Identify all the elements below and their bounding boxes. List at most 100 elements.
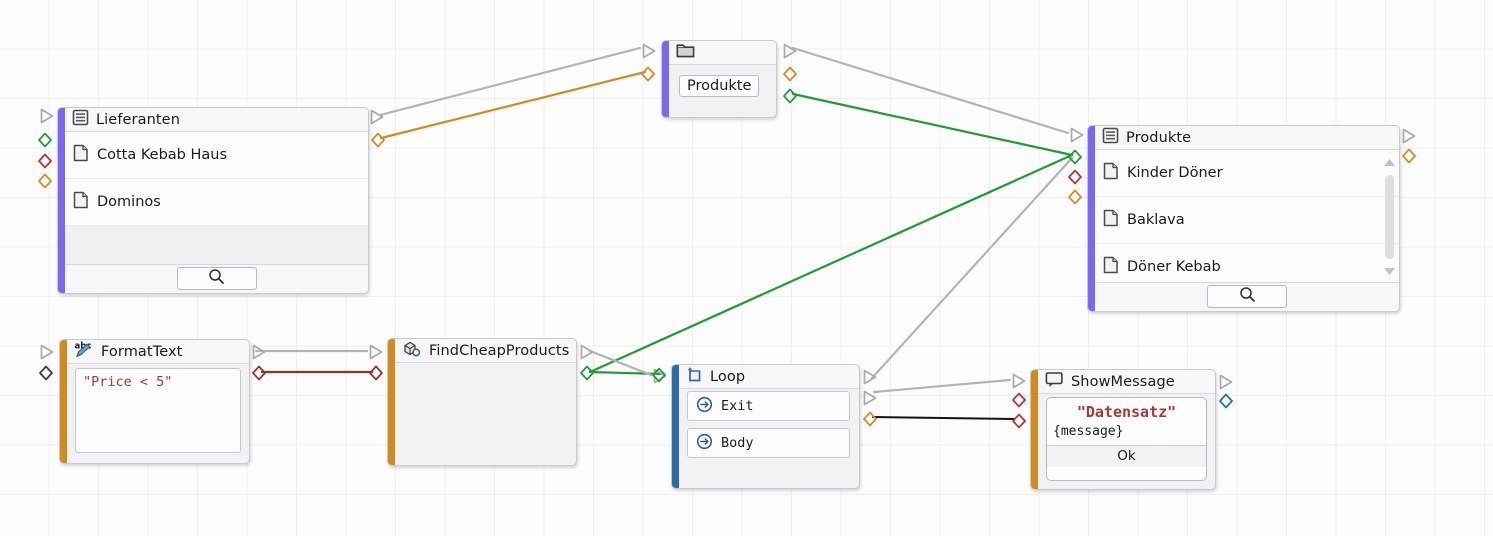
list-item-label: Baklava xyxy=(1127,212,1185,228)
port-out-triangle-find_cheap_products-0[interactable] xyxy=(578,343,596,361)
port-in-triangle-produkte_list-0[interactable] xyxy=(1068,126,1086,144)
scrollbar-thumb[interactable] xyxy=(1385,175,1394,259)
list-footer xyxy=(1095,281,1399,311)
list-icon xyxy=(72,109,89,130)
port-in-diamond-lieferanten-3[interactable] xyxy=(36,172,54,190)
port-in-triangle-find_cheap_products-0[interactable] xyxy=(367,343,385,361)
search-button[interactable] xyxy=(176,267,257,291)
port-out-triangle-produkte_folder-0[interactable] xyxy=(781,42,799,60)
folder-icon xyxy=(676,43,695,63)
document-icon xyxy=(1103,162,1119,184)
node-show-message[interactable]: ShowMessage "Datensatz" {message} Ok xyxy=(1030,369,1216,490)
node-header[interactable]: Lieferanten xyxy=(65,108,368,132)
port-in-diamond-loop-1[interactable] xyxy=(650,366,668,384)
port-out-triangle-show_message-0[interactable] xyxy=(1217,373,1235,391)
port-in-diamond-show_message-1[interactable] xyxy=(1010,391,1028,409)
vertical-scrollbar[interactable] xyxy=(1382,152,1397,280)
wire-produkte-flow-to-loop[interactable] xyxy=(870,156,1074,380)
port-out-diamond-produkte_folder-2[interactable] xyxy=(781,87,799,105)
node-loop[interactable]: Loop Exit xyxy=(671,364,860,489)
port-out-diamond-produkte_list-1[interactable] xyxy=(1400,147,1418,165)
document-icon xyxy=(1103,256,1119,278)
list-item-empty[interactable] xyxy=(65,226,368,264)
port-in-triangle-format_text-0[interactable] xyxy=(38,343,56,361)
code-editor[interactable]: "Price < 5" xyxy=(75,368,241,453)
list-item[interactable]: Baklava xyxy=(1095,197,1399,244)
loop-slot-exit[interactable]: Exit xyxy=(687,391,850,421)
package-search-icon xyxy=(402,340,422,362)
list-item[interactable]: Cotta Kebab Haus xyxy=(65,132,368,179)
port-out-triangle-loop-1[interactable] xyxy=(861,389,879,407)
list-item-label: Dominos xyxy=(97,194,161,210)
port-out-diamond-format_text-1[interactable] xyxy=(250,364,268,382)
list-item[interactable]: Dominos xyxy=(65,179,368,226)
document-icon xyxy=(73,144,89,166)
node-header[interactable]: ShowMessage xyxy=(1038,370,1215,394)
wire-lieferanten-data-to-folder[interactable] xyxy=(379,70,647,140)
port-in-diamond-produkte_folder-1[interactable] xyxy=(639,65,657,83)
node-title: Loop xyxy=(710,368,746,385)
wire-lieferanten-flow-to-folder[interactable] xyxy=(378,46,642,117)
port-out-triangle-produkte_list-0[interactable] xyxy=(1400,127,1418,145)
wire-findcheap-data-to-produkte[interactable] xyxy=(588,153,1074,374)
wire-folder-flow-to-produkte[interactable] xyxy=(791,46,1070,135)
port-out-diamond-lieferanten-1[interactable] xyxy=(369,131,387,149)
node-header[interactable]: Loop xyxy=(679,365,859,389)
port-out-triangle-lieferanten-0[interactable] xyxy=(368,108,386,126)
port-in-diamond-format_text-1[interactable] xyxy=(37,364,55,382)
port-in-triangle-lieferanten-0[interactable] xyxy=(38,107,56,125)
port-in-diamond-produkte_list-3[interactable] xyxy=(1066,188,1084,206)
port-in-diamond-lieferanten-2[interactable] xyxy=(36,152,54,170)
node-accent-bar xyxy=(662,41,669,117)
wire-folder-data-to-produkte[interactable] xyxy=(791,92,1074,157)
node-format-text[interactable]: abc FormatText "Price < 5" xyxy=(59,339,250,464)
node-title: FormatText xyxy=(101,343,183,360)
wire-findcheap-flow-to-loop[interactable] xyxy=(588,349,653,377)
port-in-diamond-produkte_list-2[interactable] xyxy=(1066,168,1084,186)
scroll-up-icon[interactable] xyxy=(1383,152,1396,171)
port-in-triangle-show_message-0[interactable] xyxy=(1010,372,1028,390)
list-item[interactable]: Kinder Döner xyxy=(1095,150,1399,197)
dialog-ok-button[interactable]: Ok xyxy=(1047,445,1206,467)
node-title: Produkte xyxy=(1126,129,1192,146)
list-item[interactable]: Döner Kebab xyxy=(1095,244,1399,282)
loop-slot-body[interactable]: Body xyxy=(687,428,850,458)
port-in-triangle-produkte_folder-0[interactable] xyxy=(640,42,658,60)
message-dialog-preview: "Datensatz" {message} Ok xyxy=(1046,397,1207,481)
port-out-triangle-loop-0[interactable] xyxy=(861,368,879,386)
port-out-triangle-format_text-0[interactable] xyxy=(250,343,268,361)
search-button[interactable] xyxy=(1207,285,1287,309)
search-icon xyxy=(1239,286,1256,307)
code-text: "Price < 5" xyxy=(83,374,173,390)
scroll-down-icon[interactable] xyxy=(1383,261,1396,280)
node-header[interactable]: abc FormatText xyxy=(67,340,249,364)
port-in-diamond-produkte_list-1[interactable] xyxy=(1066,148,1084,166)
node-produkte-list[interactable]: Produkte Kinder Döner xyxy=(1087,125,1400,312)
node-header[interactable]: Produkte xyxy=(1095,126,1399,150)
abc-pencil-icon: abc xyxy=(74,340,94,363)
port-out-diamond-loop-2[interactable] xyxy=(861,410,879,428)
list-area[interactable]: Kinder Döner Baklava xyxy=(1095,150,1399,282)
list-item-label: Kinder Döner xyxy=(1127,165,1223,181)
dialog-title: "Datensatz" xyxy=(1076,403,1177,421)
wire-loop-flow-to-showmessage[interactable] xyxy=(872,378,1012,394)
node-produkte-folder[interactable]: Produkte xyxy=(661,40,777,118)
port-in-diamond-show_message-2[interactable] xyxy=(1010,412,1028,430)
wire-loop-data-to-showmessage[interactable] xyxy=(872,416,1015,420)
speech-bubble-icon xyxy=(1045,371,1064,392)
port-out-diamond-show_message-1[interactable] xyxy=(1217,392,1235,410)
node-title: ShowMessage xyxy=(1071,373,1175,390)
node-lieferanten[interactable]: Lieferanten Cotta Kebab Haus xyxy=(57,107,369,294)
node-header[interactable] xyxy=(669,41,776,65)
folder-name-field[interactable]: Produkte xyxy=(679,75,760,97)
node-header[interactable]: FindCheapProducts xyxy=(395,339,576,363)
port-out-diamond-find_cheap_products-1[interactable] xyxy=(578,364,596,382)
port-out-diamond-produkte_folder-1[interactable] xyxy=(781,65,799,83)
list-area[interactable]: Cotta Kebab Haus Dominos xyxy=(65,132,368,264)
port-in-diamond-find_cheap_products-1[interactable] xyxy=(367,364,385,382)
loop-icon xyxy=(686,366,703,388)
node-find-cheap-products[interactable]: FindCheapProducts xyxy=(387,338,577,466)
port-in-diamond-lieferanten-1[interactable] xyxy=(36,131,54,149)
node-accent-bar xyxy=(58,108,65,293)
